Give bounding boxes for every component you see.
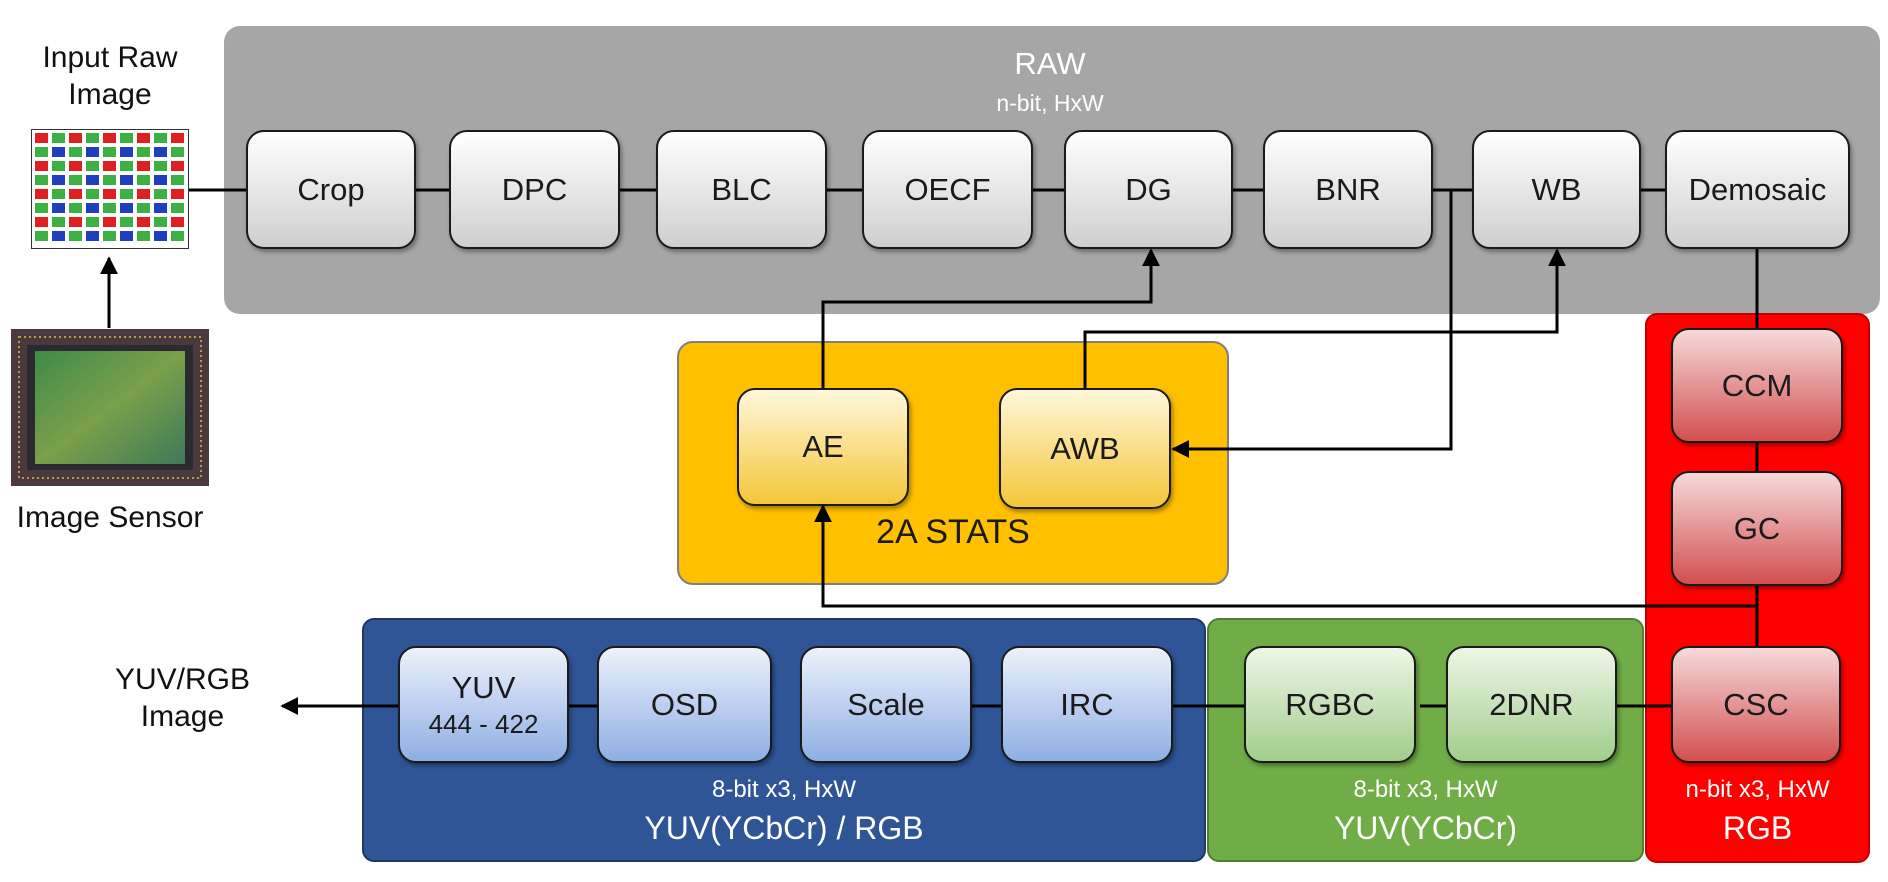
ycbcr-title: YUV(YCbCr) (1333, 810, 1518, 846)
rgbc-block: RGBC (1244, 646, 1416, 763)
dg-block: DG (1064, 130, 1233, 249)
yuvrgb-subtitle: 8-bit x3, HxW (711, 776, 857, 803)
raw-subtitle: n-bit, HxW (996, 90, 1104, 116)
image-sensor-label: Image Sensor (16, 501, 204, 534)
blc-block: BLC (656, 130, 827, 249)
oecf-block: OECF (862, 130, 1033, 249)
ccm-block: CCM (1671, 328, 1843, 443)
irc-block: IRC (1001, 646, 1173, 763)
demosaic-block: Demosaic (1665, 130, 1850, 249)
stats-title: 2A STATS (876, 513, 1030, 551)
csc-block: CSC (1671, 646, 1841, 763)
input-raw-image-label: Input Raw Image (42, 41, 178, 111)
yuv-block-line1: YUV (451, 669, 516, 705)
wb-block: WB (1472, 130, 1641, 249)
raw-title: RAW (1014, 46, 1086, 81)
ycbcr-subtitle: 8-bit x3, HxW (1353, 776, 1498, 803)
yuv-block: YUV 444 - 422 (398, 646, 569, 763)
2dnr-block: 2DNR (1446, 646, 1617, 763)
gc-block: GC (1671, 471, 1843, 586)
awb-block: AWB (999, 388, 1171, 509)
yuv-rgb-image-label: YUV/RGB Image (114, 663, 251, 733)
image-sensor-icon (11, 329, 209, 486)
scale-block: Scale (800, 646, 972, 763)
rgb-subtitle: n-bit x3, HxW (1685, 776, 1830, 803)
yuvrgb-title: YUV(YCbCr) / RGB (644, 810, 924, 846)
bnr-block: BNR (1263, 130, 1433, 249)
crop-block: Crop (246, 130, 416, 249)
bayer-pattern-icon (31, 129, 189, 249)
ae-block: AE (737, 388, 909, 506)
osd-block: OSD (597, 646, 772, 763)
dpc-block: DPC (449, 130, 620, 249)
yuv-block-line2: 444 - 422 (428, 708, 539, 739)
rgb-title: RGB (1722, 810, 1793, 846)
